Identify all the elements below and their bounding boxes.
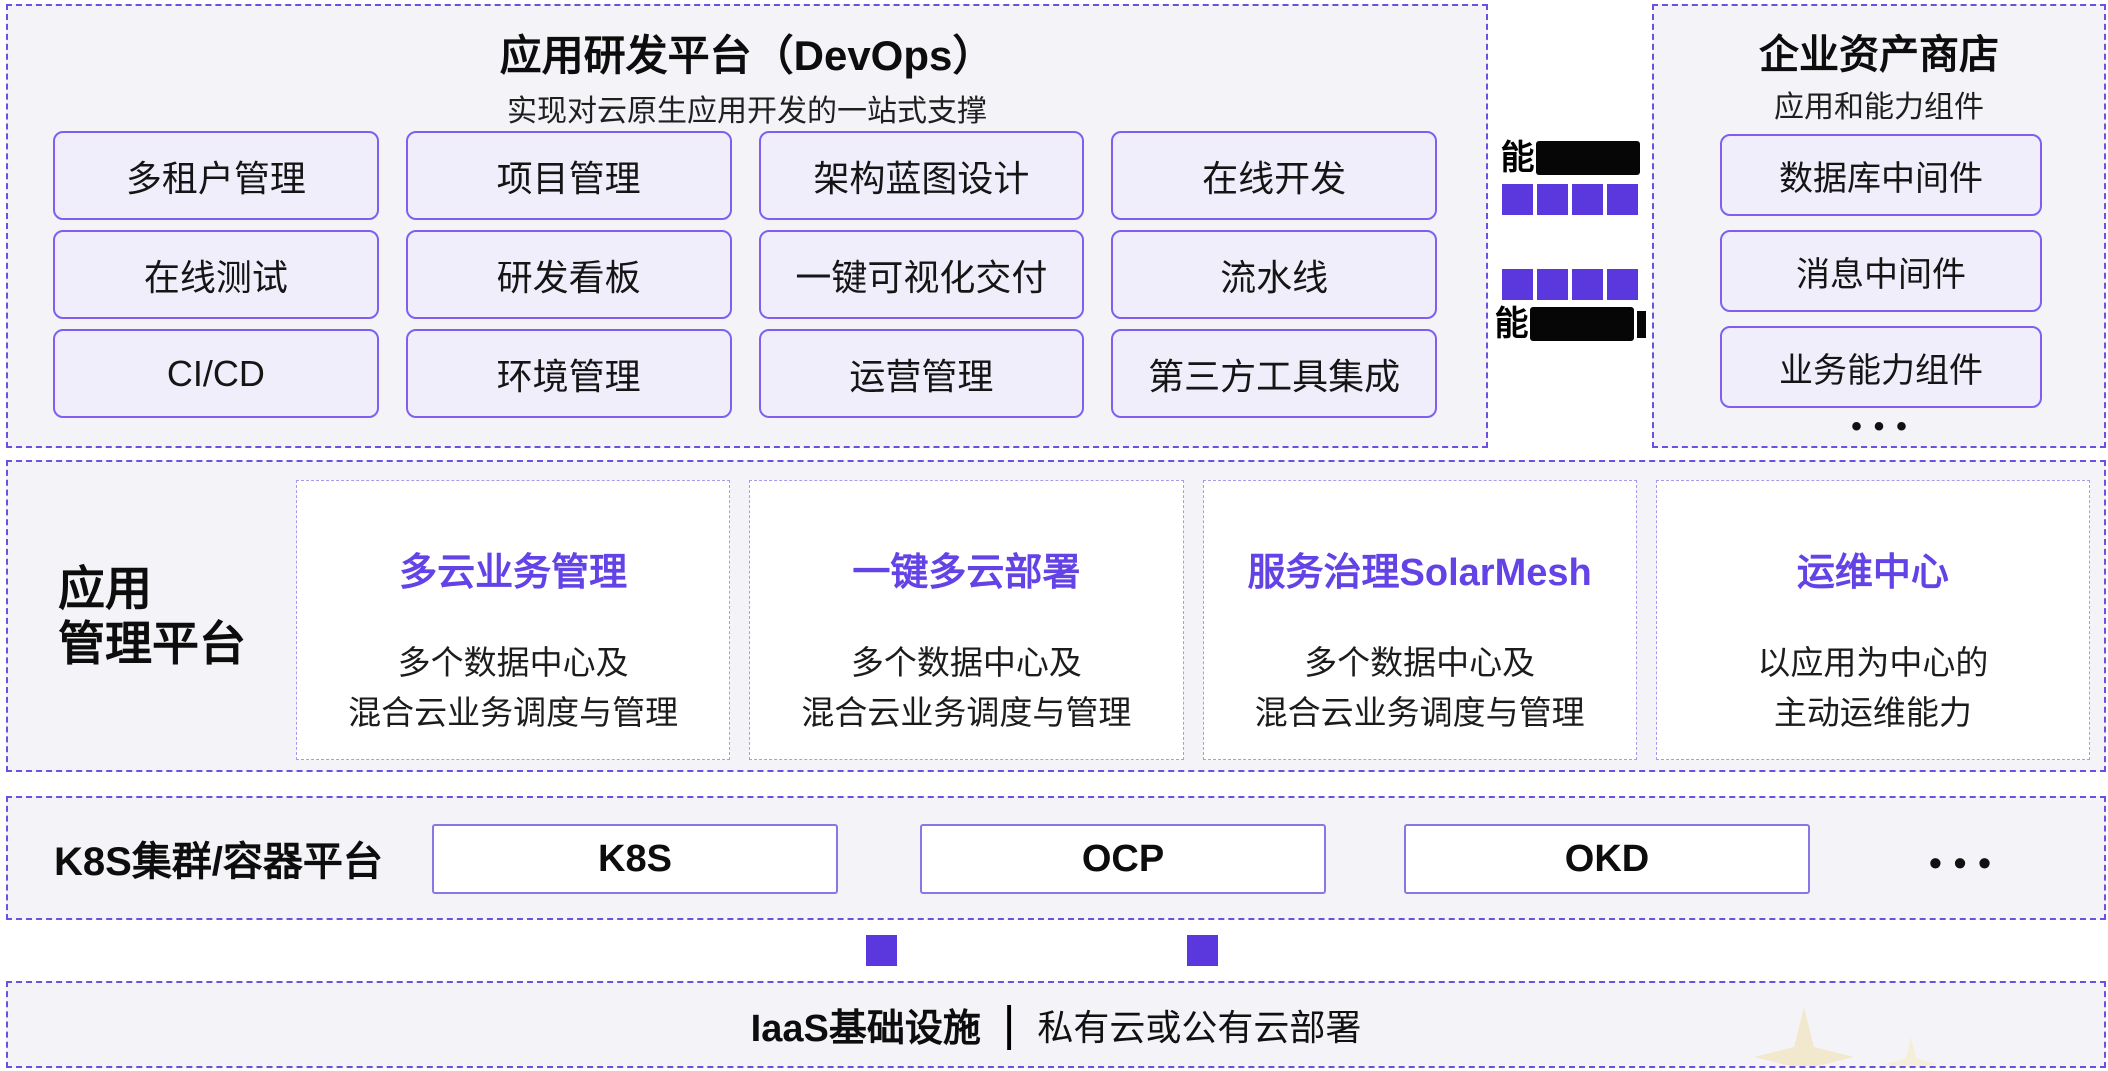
- card-one-click-multicloud-deploy: 一键多云部署 多个数据中心及 混合云业务调度与管理: [749, 480, 1184, 760]
- devops-item-kanban: 研发看板: [405, 230, 732, 319]
- devops-item-multi-tenant: 多租户管理: [53, 131, 379, 220]
- devops-item-ops-mgmt: 运营管理: [758, 329, 1085, 418]
- asset-store-item-business-capability: 业务能力组件: [1720, 326, 2042, 408]
- card-title: 一键多云部署: [852, 552, 1081, 594]
- card-body: 多个数据中心及 混合云业务调度与管理: [1255, 638, 1585, 738]
- card-body-line2: 混合云业务调度与管理: [348, 694, 679, 731]
- arrow-square-icon: [1502, 269, 1533, 300]
- okd-box: OKD: [1404, 824, 1810, 894]
- arrow-square-icon: [1537, 184, 1568, 215]
- k8s-band: K8S集群/容器平台 K8S OCP OKD •••: [6, 796, 2106, 920]
- redacted-label-bottom: 能: [1495, 306, 1646, 342]
- redaction-stub-icon: [1636, 310, 1646, 338]
- k8s-box: K8S: [432, 824, 838, 894]
- arrow-square-icon: [1537, 269, 1568, 300]
- connector-square-icon: [1187, 935, 1218, 966]
- asset-store-panel: 企业资产商店 应用和能力组件 数据库中间件 消息中间件 业务能力组件 •••: [1652, 4, 2106, 448]
- card-multicloud-business-mgmt: 多云业务管理 多个数据中心及 混合云业务调度与管理: [296, 480, 731, 760]
- card-body-line2: 混合云业务调度与管理: [1254, 694, 1585, 731]
- devops-item-cicd: CI/CD: [53, 329, 379, 418]
- devops-item-third-party-tools: 第三方工具集成: [1111, 329, 1437, 418]
- arrow-squares-row-bottom: [1502, 269, 1638, 300]
- arrow-square-icon: [1572, 269, 1603, 300]
- redaction-bar-icon: [1535, 141, 1640, 175]
- arrow-square-icon: [1502, 184, 1533, 215]
- redacted-label-top-prefix: 能: [1500, 139, 1535, 177]
- card-body: 多个数据中心及 混合云业务调度与管理: [801, 638, 1131, 738]
- app-management-label-line2: 管理平台: [58, 617, 246, 670]
- app-management-label: 应用 管理平台: [58, 561, 246, 671]
- card-body-line2: 主动运维能力: [1773, 694, 1972, 731]
- card-body-line1: 多个数据中心及: [397, 644, 629, 681]
- connector-square-icon: [866, 935, 897, 966]
- asset-store-ellipsis: •••: [1851, 410, 1919, 443]
- divider-bar: |: [1002, 997, 1016, 1051]
- iaas-band: IaaS基础设施 | 私有云或公有云部署: [6, 981, 2106, 1068]
- redacted-label-bottom-prefix: 能: [1494, 305, 1529, 343]
- card-body-line1: 多个数据中心及: [1304, 644, 1536, 681]
- devops-item-project-mgmt: 项目管理: [405, 131, 732, 220]
- asset-store-title: 企业资产商店: [1759, 33, 1999, 77]
- arrow-square-icon: [1572, 184, 1603, 215]
- devops-item-online-dev: 在线开发: [1111, 131, 1437, 220]
- card-service-governance-solarmesh: 服务治理SolarMesh 多个数据中心及 混合云业务调度与管理: [1202, 480, 1637, 760]
- arrow-squares-row-top: [1502, 184, 1638, 215]
- iaas-title: IaaS基础设施: [750, 1008, 981, 1050]
- arrow-square-icon: [1607, 184, 1638, 215]
- devops-item-one-click-delivery: 一键可视化交付: [758, 230, 1085, 319]
- redaction-bar-icon: [1529, 307, 1634, 341]
- devops-panel-title: 应用研发平台（DevOps）: [499, 32, 995, 79]
- app-management-cards: 多云业务管理 多个数据中心及 混合云业务调度与管理 一键多云部署 多个数据中心及…: [296, 480, 2090, 760]
- card-body: 多个数据中心及 混合云业务调度与管理: [348, 638, 678, 738]
- iaas-band-text: IaaS基础设施 | 私有云或公有云部署: [8, 983, 2104, 1066]
- k8s-band-ellipsis: •••: [1929, 842, 2003, 883]
- card-title: 运维中心: [1796, 552, 1949, 594]
- devops-capability-grid: 多租户管理 项目管理 架构蓝图设计 在线开发 在线测试 研发看板 一键可视化交付…: [53, 131, 1437, 418]
- devops-panel-subtitle: 实现对云原生应用开发的一站式支撑: [507, 95, 987, 128]
- card-body-line1: 多个数据中心及: [850, 644, 1082, 681]
- redacted-label-top: 能: [1501, 140, 1640, 176]
- card-operations-center: 运维中心 以应用为中心的 主动运维能力: [1655, 480, 2090, 760]
- devops-panel: 应用研发平台（DevOps） 实现对云原生应用开发的一站式支撑 多租户管理 项目…: [6, 4, 1488, 448]
- card-title: 多云业务管理: [399, 552, 628, 594]
- card-title: 服务治理SolarMesh: [1247, 552, 1592, 594]
- arrow-square-icon: [1607, 269, 1638, 300]
- asset-store-item-message-middleware: 消息中间件: [1720, 230, 2042, 312]
- capability-connector-column: 能 能: [1488, 140, 1652, 342]
- app-management-label-line1: 应用: [58, 562, 152, 615]
- card-body-line2: 混合云业务调度与管理: [801, 694, 1132, 731]
- devops-item-env-mgmt: 环境管理: [405, 329, 732, 418]
- app-management-band: 应用 管理平台 多云业务管理 多个数据中心及 混合云业务调度与管理 一键多云部署…: [6, 460, 2106, 772]
- card-body: 以应用为中心的 主动运维能力: [1757, 638, 1988, 738]
- card-body-line1: 以应用为中心的: [1757, 644, 1989, 681]
- devops-item-blueprint-design: 架构蓝图设计: [758, 131, 1085, 220]
- k8s-band-label: K8S集群/容器平台: [54, 840, 383, 884]
- ocp-box: OCP: [920, 824, 1326, 894]
- iaas-subtitle: 私有云或公有云部署: [1037, 1006, 1362, 1048]
- asset-store-item-database-middleware: 数据库中间件: [1720, 134, 2042, 216]
- devops-item-pipeline: 流水线: [1111, 230, 1437, 319]
- devops-item-online-test: 在线测试: [53, 230, 379, 319]
- asset-store-subtitle: 应用和能力组件: [1774, 91, 1984, 124]
